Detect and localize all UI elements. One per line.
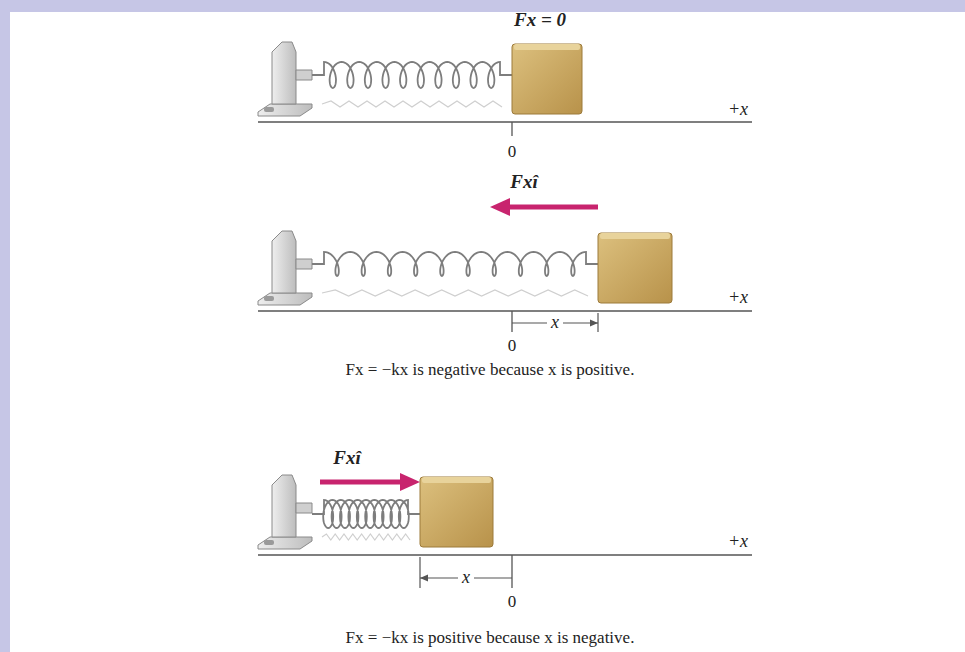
wall-mount: [258, 475, 312, 549]
origin-tick: [511, 311, 512, 332]
origin-label: 0: [508, 593, 517, 612]
origin-label: 0: [508, 337, 517, 356]
wall-mount: [258, 42, 312, 116]
spring: [312, 500, 420, 528]
origin-tick: [511, 555, 512, 588]
force-arrowhead: [400, 473, 420, 491]
dimension-head: [590, 320, 598, 327]
block: [420, 477, 493, 547]
block: [512, 44, 582, 114]
force-label: Fx = 0: [514, 10, 566, 31]
spring: [312, 252, 598, 276]
force-arrow: [320, 480, 402, 485]
block: [598, 233, 672, 303]
displacement-label: x: [458, 568, 474, 588]
force-label: Fxî: [510, 172, 537, 193]
origin-tick: [511, 122, 512, 136]
dimension-tick: [419, 557, 420, 588]
spring-shadow: [322, 101, 502, 107]
caption-note: Fx = −kx is positive because x is negati…: [346, 629, 635, 648]
spring: [312, 62, 512, 88]
x-axis: [258, 121, 752, 122]
axis-label: +x: [728, 532, 748, 552]
x-axis: [258, 310, 752, 311]
caption-note: Fx = −kx is negative because x is positi…: [346, 361, 635, 380]
force-arrow: [508, 205, 598, 210]
origin-label: 0: [508, 143, 517, 162]
spring-shadow: [322, 290, 588, 296]
page-band: [0, 0, 965, 12]
force-arrowhead: [490, 198, 510, 216]
block-top: [422, 477, 491, 483]
dimension-head: [420, 575, 428, 582]
spring-shadow: [322, 534, 410, 540]
wall-mount: [258, 231, 312, 305]
displacement-label: x: [547, 313, 563, 333]
force-label: Fxî: [333, 448, 360, 469]
page-band: [0, 0, 10, 652]
axis-label: +x: [728, 288, 748, 308]
axis-label: +x: [728, 100, 748, 120]
x-axis: [258, 554, 752, 555]
block-top: [514, 44, 580, 50]
block-top: [600, 233, 670, 239]
